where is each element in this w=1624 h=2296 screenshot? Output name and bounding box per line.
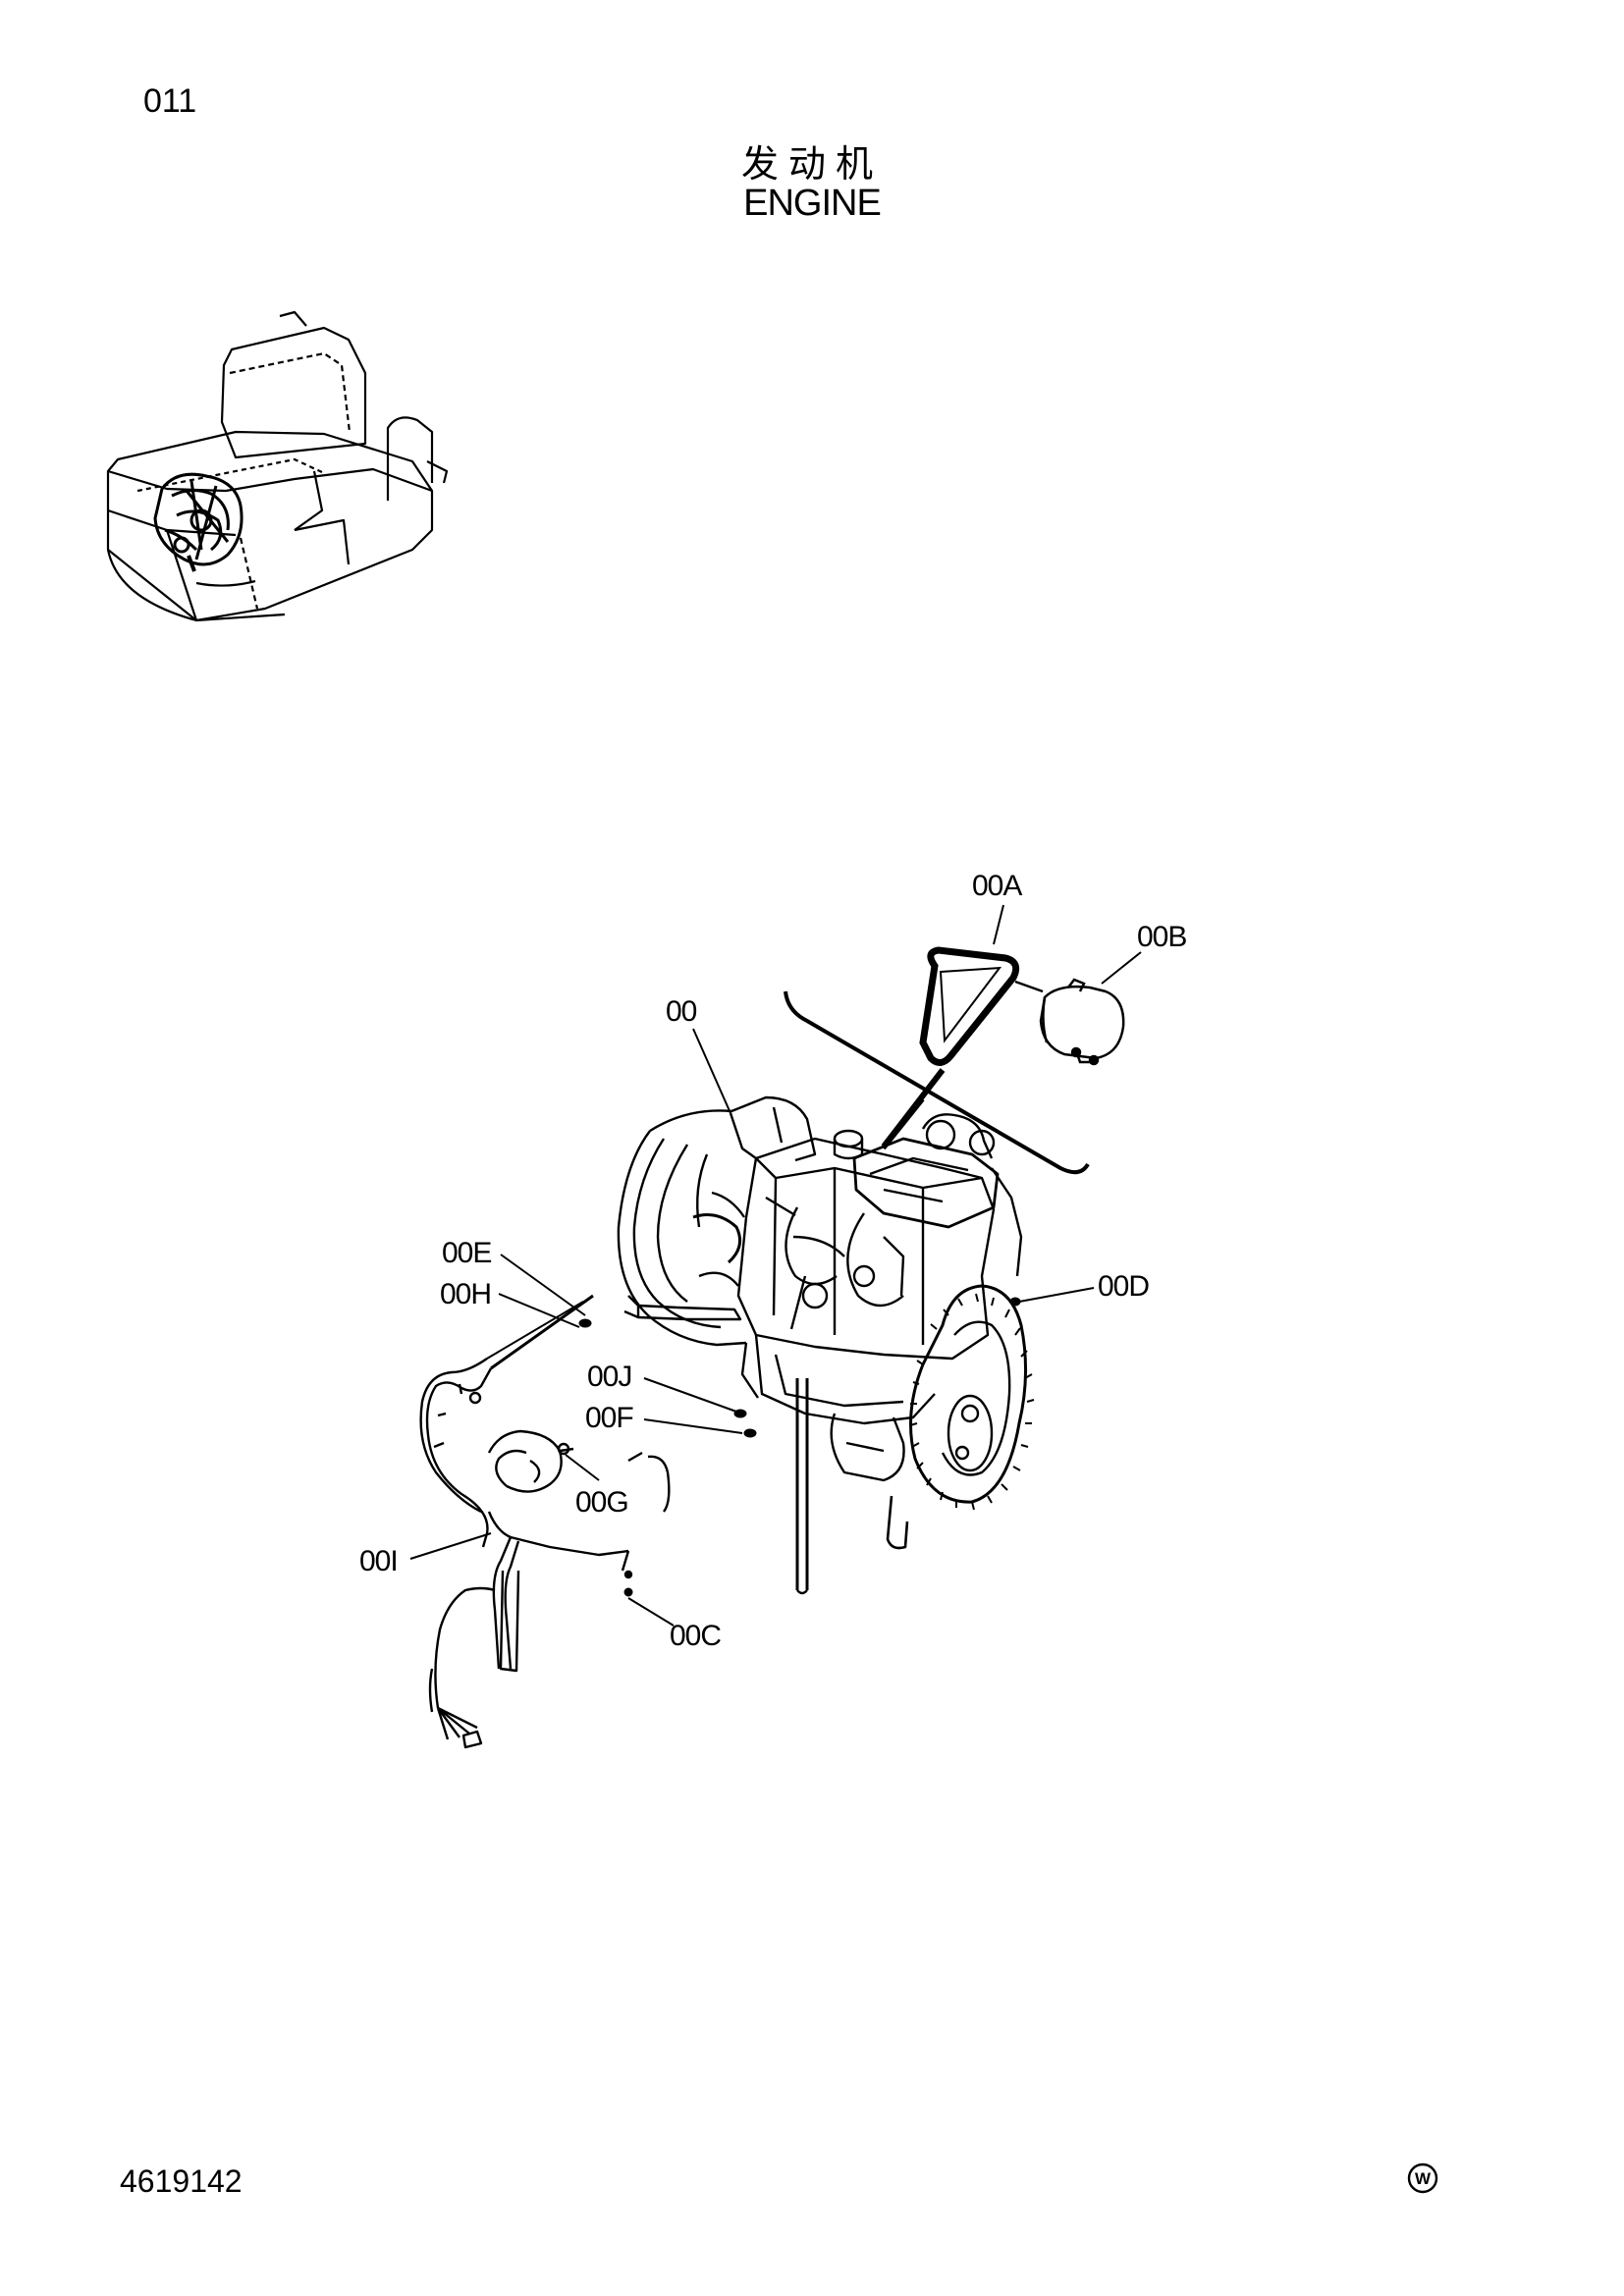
drive-belt-icon <box>881 946 1020 1148</box>
callout-00F: 00F <box>585 1402 633 1434</box>
title-english: ENGINE <box>743 183 882 224</box>
callout-00: 00 <box>666 995 697 1028</box>
leader-lines <box>409 904 1142 1627</box>
part-marks <box>578 1297 1021 1597</box>
engine-assembly-drawing <box>617 1095 1035 1595</box>
page-number: 011 <box>143 82 197 120</box>
callout-00D: 00D <box>1098 1270 1149 1303</box>
callout-00B: 00B <box>1137 921 1186 953</box>
callout-00C: 00C <box>670 1620 721 1652</box>
callout-00E: 00E <box>442 1237 491 1269</box>
callout-00G: 00G <box>575 1486 628 1519</box>
alternator-icon <box>1014 978 1125 1066</box>
callout-00I: 00I <box>359 1545 398 1577</box>
wire-harness-icon <box>419 1294 671 1749</box>
belt-guard-line <box>784 990 1090 1175</box>
callout-00H: 00H <box>440 1278 491 1310</box>
callout-00A: 00A <box>972 870 1022 902</box>
document-number: 4619142 <box>120 2163 243 2199</box>
title-chinese: 发动机 <box>740 142 883 186</box>
w-mark-icon: W <box>1407 2163 1438 2194</box>
excavator-thumbnail-icon <box>106 310 449 622</box>
callout-00J: 00J <box>587 1361 631 1393</box>
w-mark-letter: W <box>1415 2169 1432 2188</box>
callout-labels: 00A 00B 00 00E 00H 00J 00F 00G 00I 00C 0… <box>359 870 1187 1652</box>
